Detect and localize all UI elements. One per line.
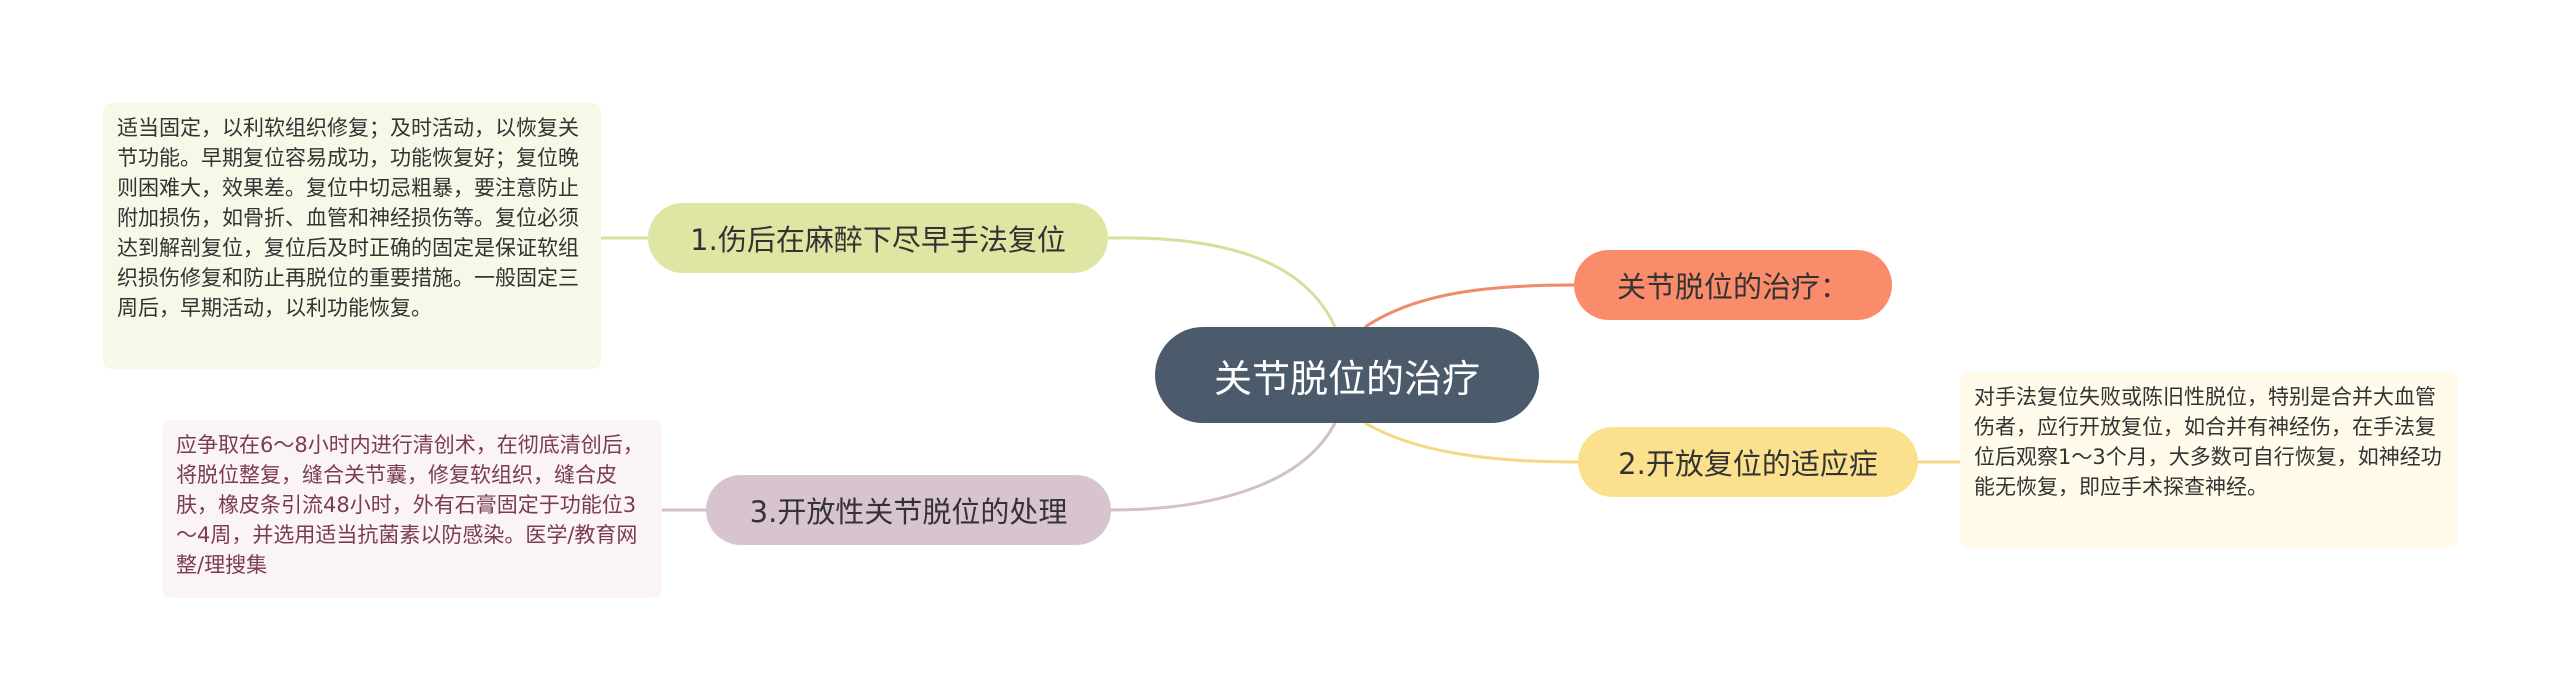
branch-open-reduction-indications[interactable]: 2.开放复位的适应症 [1578,427,1918,497]
note-manual-reduction: 适当固定，以利软组织修复；及时活动，以恢复关节功能。早期复位容易成功，功能恢复好… [103,103,601,369]
note-open-reduction-indications: 对手法复位失败或陈旧性脱位，特别是合并大血管伤者，应行开放复位，如合并有神经伤，… [1960,372,2458,548]
branch-open-dislocation-management[interactable]: 3.开放性关节脱位的处理 [706,475,1111,545]
branch-manual-reduction[interactable]: 1.伤后在麻醉下尽早手法复位 [648,203,1108,273]
branch-treatment-heading[interactable]: 关节脱位的治疗： [1574,250,1892,320]
central-topic[interactable]: 关节脱位的治疗 [1155,327,1539,423]
connector-branch-3 [1364,421,1579,464]
connector-branch-4 [1110,422,1337,512]
connector-branch-1 [1107,236,1337,328]
note-open-dislocation-management: 应争取在6～8小时内进行清创术，在彻底清创后，将脱位整复，缝合关节囊，修复软组织… [162,420,662,598]
connector-branch-2 [1364,283,1575,329]
